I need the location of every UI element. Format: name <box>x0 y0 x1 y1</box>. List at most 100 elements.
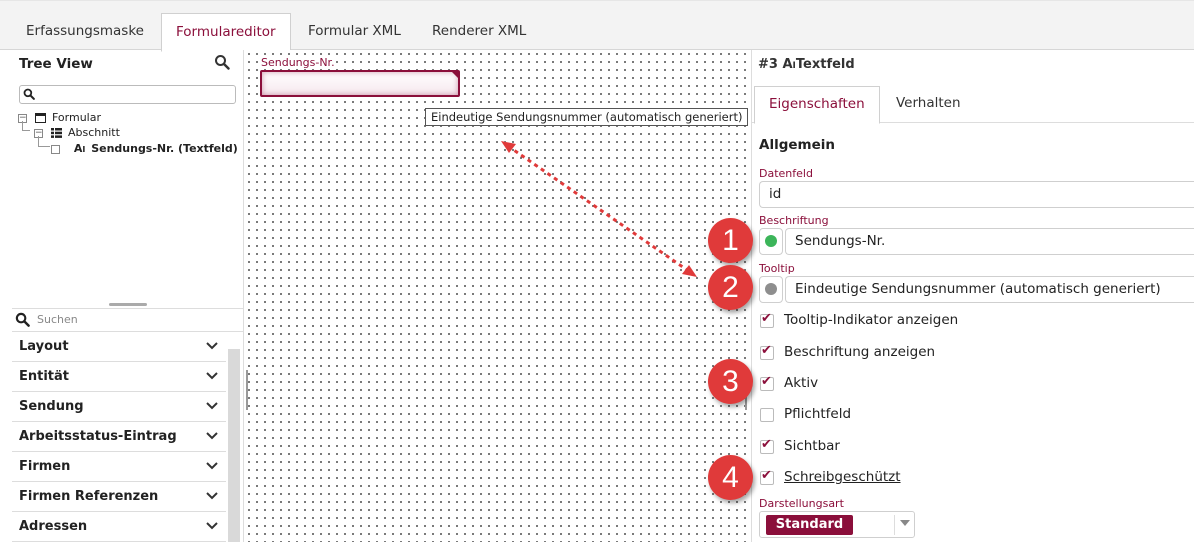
tree-node-label: Sendungs-Nr. (Textfeld) <box>91 142 238 155</box>
tooltip-label: Tooltip <box>759 262 795 275</box>
checkbox-label: Sichtbar <box>784 438 840 454</box>
palette-item-label: Sendung <box>19 399 84 414</box>
textfield-icon: AI <box>73 142 86 155</box>
darstellungsart-select[interactable]: Standard <box>759 511 915 538</box>
chevron-down-icon <box>206 512 218 541</box>
selected-element-header: #3 AITextfeld <box>758 57 855 72</box>
leaf-icon <box>51 144 60 154</box>
annotation-badge-1: 1 <box>708 218 753 263</box>
palette-item-layout[interactable]: Layout <box>12 332 226 362</box>
resize-handle[interactable] <box>246 370 248 410</box>
chevron-down-icon <box>206 392 218 421</box>
canvas-textfield-selected[interactable] <box>260 70 460 97</box>
checkbox-aktiv[interactable]: ✔ <box>760 374 774 391</box>
beschriftung-label: Beschriftung <box>759 214 829 227</box>
chevron-down-icon <box>206 422 218 451</box>
divider <box>894 515 895 535</box>
check-icon: ✔ <box>761 437 772 452</box>
tree-node-formular[interactable]: − Formular <box>18 110 101 125</box>
search-icon[interactable] <box>214 54 230 70</box>
checkbox-schreibgeschuetzt[interactable]: ✔ <box>760 468 774 485</box>
element-type: Textfeld <box>795 57 855 72</box>
search-icon <box>15 312 30 331</box>
checkbox-sichtbar[interactable]: ✔ <box>760 437 774 454</box>
palette-item-label: Layout <box>19 339 69 354</box>
annotation-badge-2: 2 <box>708 265 753 310</box>
status-ok-icon <box>765 235 777 247</box>
tooltip-indicator-icon <box>451 71 459 79</box>
section-title: Allgemein <box>759 137 835 153</box>
properties-tabs: Eigenschaften Verhalten <box>752 86 1194 124</box>
section-icon <box>50 128 62 138</box>
textfield-icon: AI <box>782 57 796 72</box>
chevron-down-icon <box>206 452 218 481</box>
tab-bar: Erfassungsmaske Formulareditor Formular … <box>0 0 1194 52</box>
tree-search-input[interactable] <box>19 85 236 104</box>
search-icon <box>23 88 35 104</box>
palette-item-label: Entität <box>19 369 70 384</box>
palette-item-label: Firmen <box>19 459 71 474</box>
palette-item-firmen[interactable]: Firmen <box>12 452 226 482</box>
properties-panel: #3 AITextfeld Eigenschaften Verhalten Al… <box>751 50 1194 542</box>
form-canvas[interactable]: Sendungs-Nr. Eindeutige Sendungsnummer (… <box>245 50 750 542</box>
palette-list: Layout Entität Sendung Arbeitsstatus-Ein… <box>12 332 226 542</box>
palette-item-adressen[interactable]: Adressen <box>12 512 226 542</box>
check-icon: ✔ <box>761 374 772 389</box>
checkbox-label: Schreibgeschützt <box>784 469 901 485</box>
tab-formular-xml[interactable]: Formular XML <box>308 23 401 39</box>
form-icon <box>34 113 46 123</box>
datenfeld-label: Datenfeld <box>759 167 813 180</box>
beschriftung-input[interactable]: Sendungs-Nr. <box>785 228 1194 255</box>
darstellungsart-label: Darstellungsart <box>759 497 844 510</box>
canvas-field-label: Sendungs-Nr. <box>260 56 336 69</box>
tree-node-label: Abschnitt <box>68 126 120 139</box>
palette-search-input[interactable]: Suchen <box>12 309 244 332</box>
palette-scrollbar[interactable] <box>228 349 240 542</box>
tooltip-preview: Eindeutige Sendungsnummer (automatisch g… <box>425 108 749 126</box>
tab-formulareditor[interactable]: Formulareditor <box>161 13 291 52</box>
palette-item-label: Arbeitsstatus-Eintrag <box>19 429 177 444</box>
chevron-down-icon[interactable] <box>900 520 910 526</box>
tree-view-header: Tree View <box>12 50 244 80</box>
checkbox-pflichtfeld[interactable] <box>760 408 774 422</box>
check-icon: ✔ <box>761 311 772 326</box>
palette-search-placeholder: Suchen <box>37 313 78 326</box>
palette-item-firmen-referenzen[interactable]: Firmen Referenzen <box>12 482 226 512</box>
checkbox-label: Tooltip-Indikator anzeigen <box>784 312 959 328</box>
palette-item-entitaet[interactable]: Entität <box>12 362 226 392</box>
tab-renderer-xml[interactable]: Renderer XML <box>432 23 527 39</box>
palette-item-label: Firmen Referenzen <box>19 489 159 504</box>
tree-view-title: Tree View <box>19 56 93 72</box>
left-panel: Tree View − Formular − Abschnitt AI Send… <box>12 50 244 542</box>
checkbox-label: Aktiv <box>784 375 819 391</box>
translation-status-indicator[interactable] <box>759 228 783 255</box>
chevron-down-icon <box>206 332 218 361</box>
checkbox-label: Beschriftung anzeigen <box>784 344 936 360</box>
annotation-badge-3: 3 <box>708 359 753 404</box>
palette-item-label: Adressen <box>19 519 88 534</box>
component-palette: Suchen Layout Entität Sendung Arbeitssta… <box>12 308 244 542</box>
tab-verhalten[interactable]: Verhalten <box>896 95 961 111</box>
tree-connector <box>38 136 50 147</box>
splitter-handle[interactable] <box>109 303 147 306</box>
translation-status-indicator[interactable] <box>759 276 783 303</box>
datenfeld-input[interactable]: id <box>759 181 1194 208</box>
chevron-down-icon <box>206 482 218 511</box>
element-id: #3 <box>758 57 778 72</box>
check-icon: ✔ <box>761 343 772 358</box>
tab-eigenschaften[interactable]: Eigenschaften <box>754 86 880 124</box>
tree-node-label: Formular <box>52 111 102 124</box>
checkbox-beschriftung-anzeigen[interactable]: ✔ <box>760 343 774 360</box>
annotation-badge-4: 4 <box>708 455 753 500</box>
chevron-down-icon <box>206 362 218 391</box>
tree-connector <box>22 121 30 131</box>
tab-erfassungsmaske[interactable]: Erfassungsmaske <box>26 23 144 39</box>
palette-item-arbeitsstatus[interactable]: Arbeitsstatus-Eintrag <box>12 422 226 452</box>
selected-option: Standard <box>766 515 853 535</box>
palette-item-sendung[interactable]: Sendung <box>12 392 226 422</box>
tree-node-sendungs-nr[interactable]: AI Sendungs-Nr. (Textfeld) <box>51 141 238 156</box>
check-icon: ✔ <box>761 468 772 483</box>
status-neutral-icon <box>765 283 777 295</box>
checkbox-tooltip-indikator[interactable]: ✔ <box>760 311 774 328</box>
tooltip-input[interactable]: Eindeutige Sendungsnummer (automatisch g… <box>785 276 1194 303</box>
